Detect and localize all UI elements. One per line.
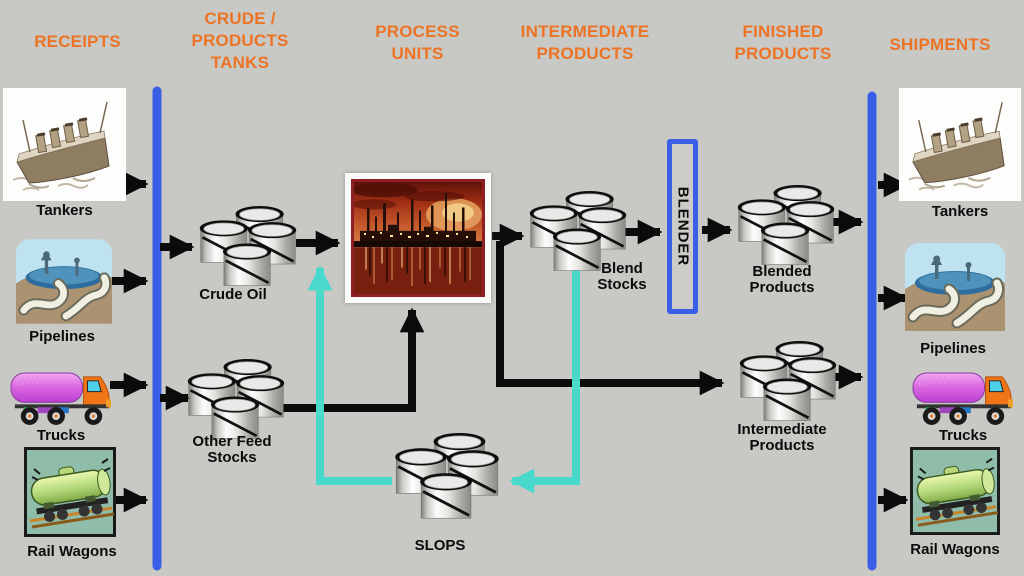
receipts-rail-wagons-label: Rail Wagons: [27, 543, 117, 560]
shipments-pipelines-label: Pipelines: [920, 340, 986, 357]
process-units-photo: [345, 173, 491, 303]
receipts-trucks-label: Trucks: [36, 427, 86, 444]
shipments-tankers-label: Tankers: [931, 203, 989, 220]
tanker-ship-icon: [899, 88, 1021, 201]
header-intermediate-products: INTERMEDIATE PRODUCTS: [520, 22, 650, 63]
tanker-ship-icon: [3, 88, 126, 201]
blender-box: BLENDER: [667, 139, 698, 314]
blender-label: BLENDER: [674, 186, 692, 267]
arrow-slops-to-process: [307, 265, 392, 485]
rail-wagon-icon: [24, 447, 116, 537]
header-crude-products-tanks: CRUDE / PRODUCTS TANKS: [191, 9, 289, 72]
arrow-process-to-intermediate: [496, 241, 725, 396]
blend-stocks-label: Blend Stocks: [597, 260, 647, 293]
intermediate-products-tanks: [738, 340, 838, 426]
crude-oil-tanks: [198, 205, 298, 291]
intermediate-products-label: Intermediate Products: [737, 421, 827, 454]
arrow-feed-to-process: [282, 307, 425, 412]
rail-wagon-icon: [909, 447, 1001, 535]
pipelines-icon: [905, 243, 1005, 331]
receipts-pipelines-label: Pipelines: [29, 328, 95, 345]
tank-truck-icon: [912, 366, 1014, 427]
crude-oil-tanks-label: Crude Oil: [199, 286, 267, 303]
header-finished-products: FINISHED PRODUCTS: [734, 22, 832, 63]
blended-products-tanks: [736, 184, 836, 270]
header-shipments: SHIPMENTS: [889, 35, 991, 54]
other-feed-stocks-tanks: [186, 358, 286, 444]
slops-tanks: [392, 432, 502, 524]
shipments-trucks-label: Trucks: [938, 427, 988, 444]
pipelines-icon: [16, 238, 112, 325]
cyan-recycle-arrows: [307, 265, 580, 494]
process-units-photo-frame: [351, 179, 485, 297]
blended-products-label: Blended Products: [749, 263, 815, 296]
shipments-rail-wagons-label: Rail Wagons: [910, 541, 1000, 558]
arrow-blendstocks-to-slops: [509, 268, 580, 494]
header-receipts: RECEIPTS: [34, 32, 121, 51]
tank-truck-icon: [10, 366, 112, 427]
header-process-units: PROCESS UNITS: [375, 22, 460, 63]
black-flow-arrows: [110, 171, 909, 513]
slops-label: SLOPS: [414, 537, 466, 554]
other-feed-stocks-label: Other Feed Stocks: [192, 433, 272, 466]
receipts-tankers-label: Tankers: [36, 202, 93, 219]
